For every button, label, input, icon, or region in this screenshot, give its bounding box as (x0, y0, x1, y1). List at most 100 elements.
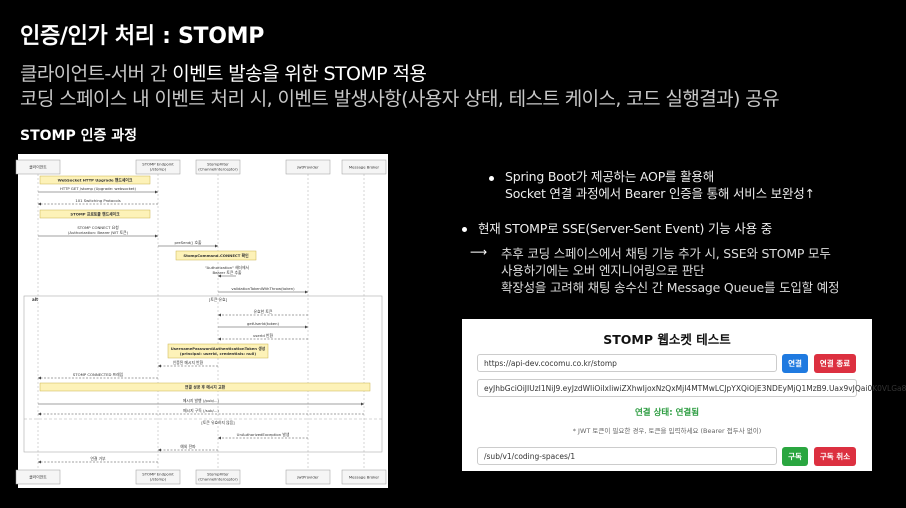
participant-box (341, 159, 387, 175)
note-auth-token (167, 343, 269, 359)
jwt-hint: * JWT 토큰이 필요한 경우, 토큰을 입력하세요 (Bearer 접두사 … (572, 427, 762, 435)
participant-label: STOMP Endpoint (142, 472, 174, 477)
msg-http-get-label: HTTP GET /stomp (Upgrade: websocket) (60, 186, 137, 191)
msg-auth-message-head (158, 364, 161, 368)
participant-label: Message Broker (349, 165, 380, 170)
arrow-right-icon: ⟶ (470, 245, 488, 259)
sub-line-3: 확장성을 고려해 채팅 송수신 간 Message Queue를 도입할 예정 (501, 280, 840, 295)
msg-reject-label: 연결 거부 (90, 456, 106, 461)
note-ws-upgrade (39, 175, 151, 185)
bullet-1-line-1: Spring Boot가 제공하는 AOP를 활용해 (505, 169, 715, 184)
msg-extract-token-head (218, 274, 221, 278)
connection-status: 연결 상태: 연결됨 (634, 408, 700, 418)
alt-label: alt (32, 297, 38, 302)
subscribe-button[interactable]: 구독 (782, 447, 808, 466)
participant-label: StompFilter (207, 162, 229, 167)
msg-subscribe-head (38, 412, 41, 416)
msg-auth-message-label: 인증된 메시지 반환 (173, 360, 204, 365)
msg-unauthorized-head (218, 436, 221, 440)
note-message-exchange-text: 연결 성공 후 메시지 교환 (185, 385, 226, 390)
msg-presend-head (215, 244, 218, 248)
subtitle-line-1a: 클라이언트-서버 간 (20, 63, 173, 85)
note-auth-token-text: (principal: userId, credentials: null) (180, 351, 256, 356)
note-message-exchange (39, 382, 371, 392)
participant-box (341, 469, 387, 485)
participant-box (15, 159, 61, 175)
participant-box (195, 159, 241, 175)
alt-frame (23, 295, 383, 453)
sub-line-2: 사용하기에는 오버 엔지니어링으로 판단 (501, 263, 705, 278)
participant-label: STOMP Endpoint (142, 162, 174, 167)
msg-publish-label: 메시지 발행 (/pub/...) (183, 398, 220, 403)
msg-exception-label: 예외 전파 (180, 444, 196, 449)
msg-stomp-connect-head (155, 234, 158, 238)
subtitle-line-1b: 이벤트 발송을 위한 STOMP 적용 (172, 63, 427, 85)
msg-101-head (38, 202, 41, 206)
subtitle-line-1: 클라이언트-서버 간 이벤트 발송을 위한 STOMP 적용 (20, 62, 779, 87)
note-stomp-handshake (39, 209, 151, 219)
disconnect-button[interactable]: 연결 종료 (814, 354, 856, 373)
msg-extract-token-label: "Authorization" 헤더에서 (205, 265, 250, 270)
participant-label: (ChannelInterceptor) (198, 167, 238, 172)
msg-unauthorized-label: UnAuthorizedException 발생 (237, 432, 290, 437)
note-auth-token-text: UsernamePasswordAuthenticationToken 생성 (171, 346, 266, 351)
msg-get-userid-head (305, 325, 308, 329)
participant-box (195, 469, 241, 485)
msg-presend-label: preSend() 호출 (175, 240, 202, 245)
participant-box (135, 469, 181, 485)
unsubscribe-button[interactable]: 구독 취소 (814, 447, 856, 466)
ws-url-input[interactable]: https://api-dev.cocomu.co.kr/stomp (477, 354, 777, 372)
msg-publish-head (361, 402, 364, 406)
msg-subscribe-label: 메시지 구독 (/sub/...) (183, 408, 219, 413)
ws-test-title: STOMP 웹소켓 테스트 (603, 332, 731, 347)
participant-label: JwtProvider (296, 165, 319, 170)
bullet-1-line-2: Socket 연결 과정에서 Bearer 인증을 통해 서비스 보완성↑ (505, 186, 815, 201)
msg-userid-return-label: userId 반환 (253, 333, 274, 338)
participant-label: 클라이언트 (29, 165, 47, 170)
msg-stomp-connect-label: (Authorization: Bearer JWT 토큰) (68, 230, 129, 235)
alt-guard: [토큰 유효] (209, 297, 228, 302)
bullet-dot-2 (462, 227, 467, 232)
bullet-dot-1 (489, 176, 494, 181)
section-title: STOMP 인증 과정 (20, 128, 137, 144)
bullet-2-line-1: 현재 STOMP로 SSE(Server-Sent Event) 기능 사용 중 (478, 221, 773, 236)
note-invalid-token: [토큰 유효하지 않음] (201, 420, 235, 425)
participant-label: StompFilter (207, 472, 229, 477)
subscribe-path-input[interactable]: /sub/v1/coding-spaces/1 (477, 447, 777, 465)
participant-label: (/stomp) (150, 477, 167, 482)
msg-valid-token-head (218, 313, 221, 317)
msg-101-label: 101 Switching Protocols (75, 198, 120, 203)
page-subtitle: 클라이언트-서버 간 이벤트 발송을 위한 STOMP 적용 코딩 스페이스 내… (20, 62, 780, 112)
participant-box (285, 469, 331, 485)
subtitle-line-2: 코딩 스페이스 내 이벤트 처리 시, 이벤트 발생사항(사용자 상태, 테스트… (20, 88, 780, 110)
note-stomp-handshake-text: STOMP 프로토콜 핸드셰이크 (70, 212, 120, 217)
sub-line-1: 추후 코딩 스페이스에서 채팅 기능 추가 시, SSE와 STOMP 모두 (501, 246, 831, 261)
note-connect-check (175, 250, 257, 261)
msg-stomp-connect-label: STOMP CONNECT 요청 (77, 225, 119, 230)
msg-userid-return-head (218, 337, 221, 341)
msg-valid-token-label: 유효한 토큰 (254, 309, 273, 314)
msg-connected-label: STOMP CONNECTED 프레임 (73, 372, 123, 377)
msg-extract-token-label: Bearer 토큰 추출 (212, 270, 242, 275)
participant-label: JwtProvider (296, 475, 319, 480)
note-connect-check-text: StompCommand.CONNECT 확인 (183, 253, 249, 258)
participant-box (15, 469, 61, 485)
participant-label: (/stomp) (150, 167, 167, 172)
msg-get-userid-label: getUserId(token) (247, 321, 280, 326)
participant-label: 클라이언트 (29, 475, 47, 480)
msg-validate-head (305, 290, 308, 294)
jwt-token-input[interactable]: eyJhbGciOiJIUzI1NiJ9.eyJzdWIiOiIxIiwiZXh… (477, 379, 906, 397)
msg-connected-head (38, 376, 41, 380)
participant-box (285, 159, 331, 175)
page-title: 인증/인가 처리 : STOMP (20, 24, 265, 49)
msg-http-get-head (155, 190, 158, 194)
stomp-websocket-test-panel: STOMP 웹소켓 테스트 https://api-dev.cocomu.co.… (462, 319, 906, 471)
participant-box (135, 159, 181, 175)
connect-button[interactable]: 연결 (782, 354, 808, 373)
msg-exception-head (158, 448, 161, 452)
participant-label: Message Broker (349, 475, 380, 480)
msg-validate-label: validationTokenWithThrow(token) (231, 286, 295, 291)
note-ws-upgrade-text: WebSocket HTTP Upgrade 핸드셰이크 (58, 178, 133, 183)
